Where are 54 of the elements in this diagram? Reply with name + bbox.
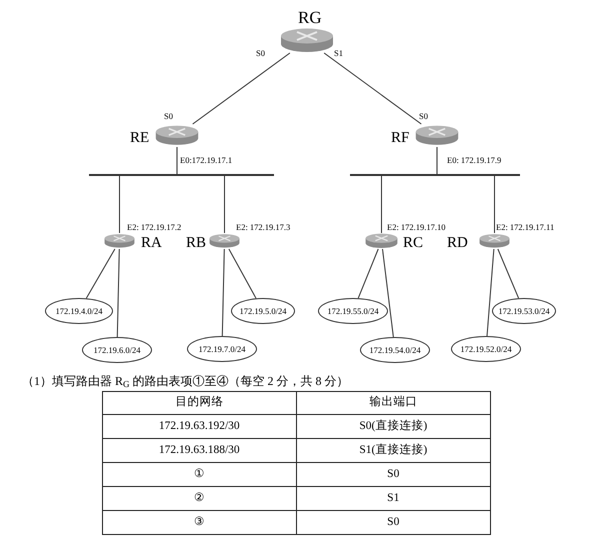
router-label: RD	[447, 236, 468, 251]
network-link	[436, 146, 438, 176]
interface-label: S0	[419, 112, 428, 120]
router-label: RC	[403, 236, 424, 251]
table-cell: ②	[102, 487, 296, 511]
table-cell: ③	[102, 511, 296, 535]
network-ellipse: 172.19.53.0/24	[492, 298, 556, 324]
table-cell: 目的网络	[102, 391, 296, 415]
network-link	[116, 248, 120, 338]
table-cell: ①	[102, 463, 296, 487]
router-label: RA	[141, 236, 162, 251]
network-ellipse: 172.19.7.0/24	[187, 336, 257, 362]
interface-label: E0: 172.19.17.9	[447, 156, 502, 164]
table-cell: 172.19.63.192/30	[102, 415, 296, 439]
interface-label: S0	[164, 112, 173, 120]
interface-label: E0:172.19.17.1	[180, 156, 232, 164]
network-link	[486, 248, 494, 336]
router-label: RE	[130, 131, 150, 146]
network-link	[358, 248, 379, 299]
network-ellipse: 172.19.55.0/24	[318, 298, 388, 324]
network-ellipse: 172.19.54.0/24	[360, 337, 430, 363]
interface-label: E2: 172.19.17.3	[236, 223, 290, 232]
table-cell: 172.19.63.188/30	[102, 439, 296, 463]
interface-label: E2: 172.19.17.10	[387, 223, 446, 232]
network-link	[324, 52, 422, 124]
network-ellipse: 172.19.52.0/24	[451, 336, 521, 362]
network-link	[497, 248, 520, 299]
network-link	[119, 174, 120, 234]
network-link	[192, 52, 290, 124]
table-cell: S1(直接连接)	[296, 439, 491, 463]
router-label: RB	[186, 236, 206, 251]
network-link	[224, 174, 225, 234]
table-cell: S1	[296, 487, 491, 511]
network-link	[222, 248, 225, 336]
interface-label: E2: 172.19.17.2	[127, 223, 182, 232]
network-link	[176, 146, 178, 176]
table-cell: S0(直接连接)	[296, 415, 491, 439]
table-cell: S0	[296, 511, 491, 535]
question-text: （1）填写路由器 R$_{G}$ 的路由表项①至④（每空 2 分，共 8 分）	[22, 373, 349, 390]
table-cell: S0	[296, 463, 491, 487]
network-ellipse: 172.19.5.0/24	[231, 298, 295, 324]
router-label: RF	[391, 131, 410, 146]
network-link	[228, 248, 257, 299]
network-ellipse: 172.19.6.0/24	[82, 337, 152, 363]
network-link	[381, 174, 382, 234]
network-ellipse: 172.19.4.0/24	[45, 298, 113, 324]
interface-label: E2: 172.19.17.11	[496, 223, 554, 232]
router-label: RG	[298, 9, 322, 26]
interface-label: S1	[334, 49, 343, 58]
table-cell: 输出端口	[296, 391, 491, 415]
network-link	[494, 174, 495, 234]
network-link	[382, 248, 394, 338]
network-link	[86, 248, 116, 299]
interface-label: S0	[256, 49, 265, 58]
